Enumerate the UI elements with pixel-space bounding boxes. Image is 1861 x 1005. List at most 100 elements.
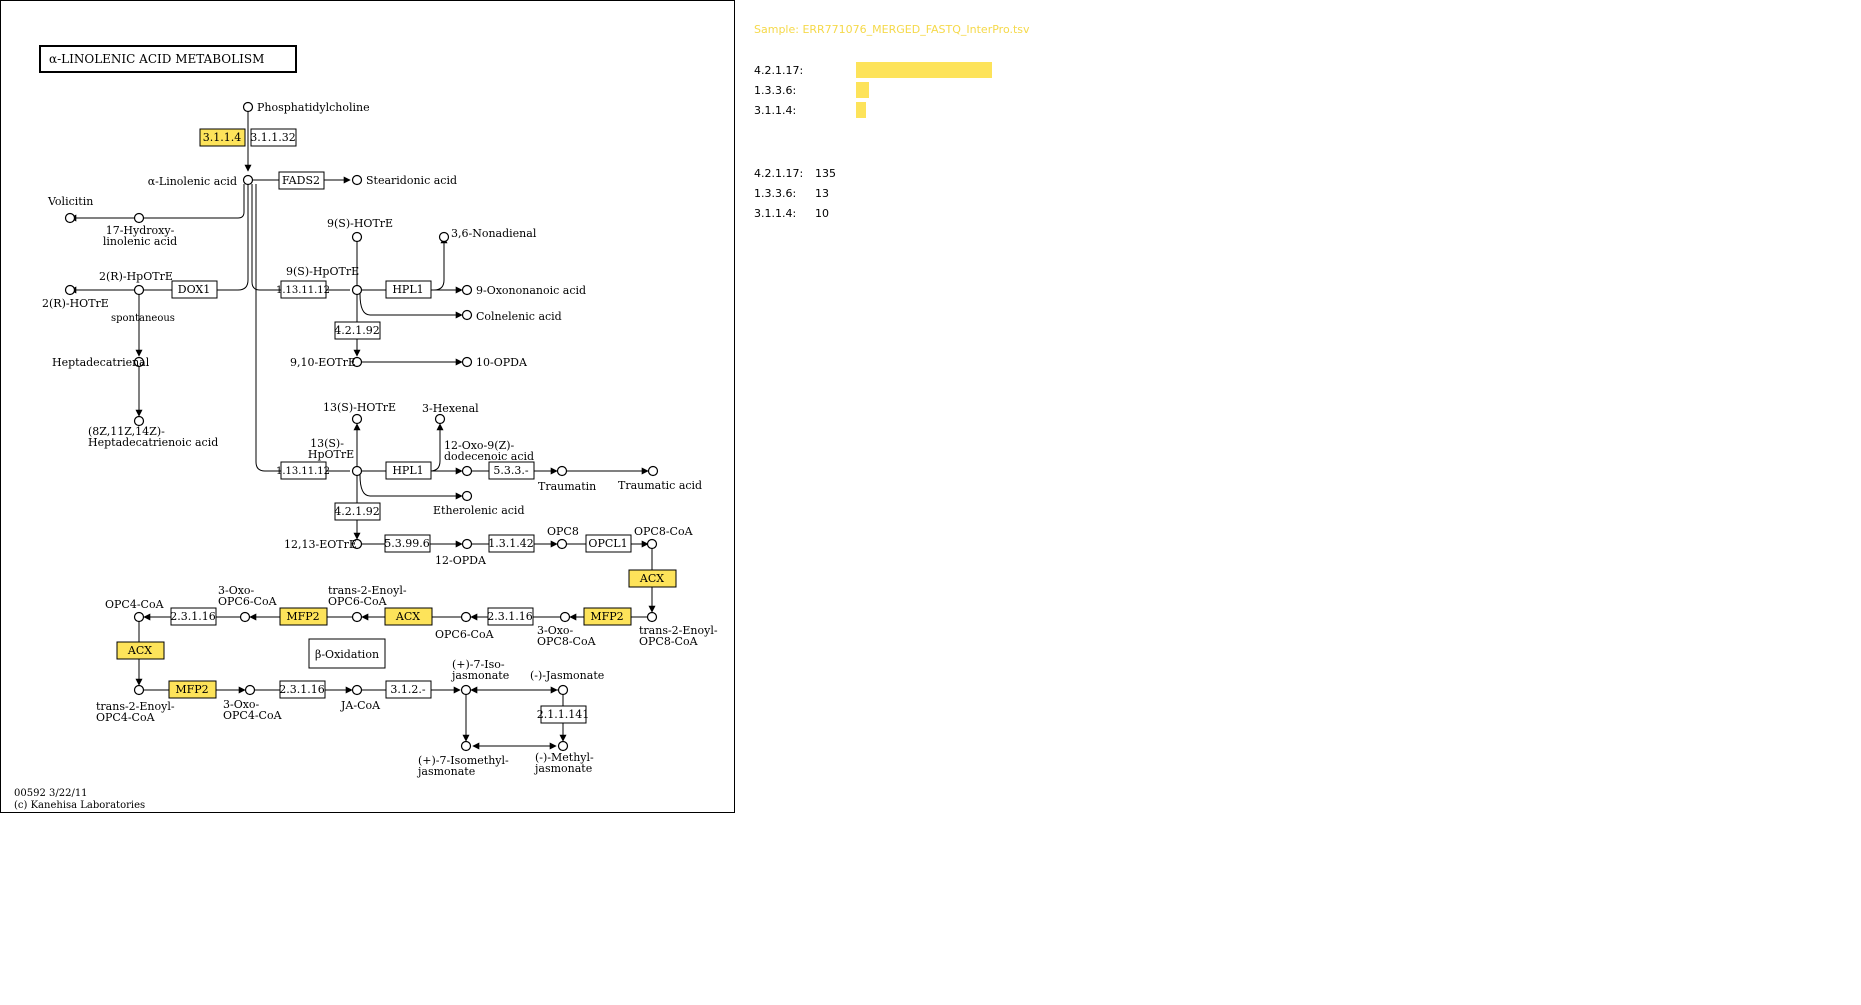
enzyme-aos-13[interactable] bbox=[334, 502, 381, 521]
node-traumatin[interactable] bbox=[556, 465, 568, 477]
label-oxo-opc4-2: OPC4-CoA bbox=[223, 709, 283, 722]
node-colnelenic-acid[interactable] bbox=[461, 309, 473, 321]
label-opc8-coa: OPC8-CoA bbox=[634, 525, 694, 538]
enzyme-lox-13[interactable] bbox=[280, 461, 327, 480]
enzyme-2-3-1-16-c-label: 2.3.1.16 bbox=[279, 683, 324, 696]
enzyme-mfp2-a[interactable] bbox=[583, 607, 632, 626]
node-stearidonic-acid[interactable] bbox=[351, 174, 363, 186]
ec-bar bbox=[856, 102, 866, 118]
node-2r-hotre[interactable] bbox=[64, 284, 76, 296]
node-volicitin[interactable] bbox=[64, 212, 76, 224]
node-jasmonate[interactable] bbox=[557, 684, 569, 696]
enzyme-hpl1-b[interactable] bbox=[385, 461, 432, 480]
enzyme-dox1[interactable] bbox=[171, 280, 218, 299]
enzyme-2-3-1-16-b-label: 2.3.1.16 bbox=[170, 610, 215, 623]
label-heptadecatrienoic-acid-2: Heptadecatrienoic acid bbox=[88, 436, 218, 449]
enzyme-acx-2[interactable] bbox=[384, 607, 433, 626]
node-13s-hpotre[interactable] bbox=[351, 465, 363, 477]
node-alpha-linolenic-acid[interactable] bbox=[242, 174, 254, 186]
node-opc8[interactable] bbox=[556, 538, 568, 550]
label-enoyl-opc6-2: OPC6-CoA bbox=[328, 595, 388, 608]
enzyme-mfp2-b[interactable] bbox=[279, 607, 328, 626]
enzyme-jmt[interactable] bbox=[540, 705, 587, 724]
node-9-oxononanoic-acid[interactable] bbox=[461, 284, 473, 296]
enzyme-lox-9-label: 1.13.11.12 bbox=[276, 285, 330, 296]
enzyme-acx-1-label: ACX bbox=[639, 572, 664, 585]
ec-count-label: 3.1.1.4: bbox=[754, 207, 797, 220]
label-opc4-coa: OPC4-CoA bbox=[105, 598, 165, 611]
node-7-iso-jasmonate[interactable] bbox=[460, 684, 472, 696]
node-3-hexenal[interactable] bbox=[434, 413, 446, 425]
node-12-oxo-dodecenoic-acid[interactable] bbox=[461, 465, 473, 477]
enzyme-aoc[interactable] bbox=[384, 534, 431, 553]
enzyme-opcl1[interactable] bbox=[585, 534, 632, 553]
node-ja-coa[interactable] bbox=[351, 684, 363, 696]
enzyme-2-3-1-16-b[interactable] bbox=[170, 607, 217, 626]
node-2r-hpotre[interactable] bbox=[133, 284, 145, 296]
label-opc6-coa: OPC6-CoA bbox=[435, 628, 495, 641]
beta-oxidation-box[interactable] bbox=[308, 638, 386, 669]
enzyme-5-3-3[interactable] bbox=[488, 461, 535, 480]
enzyme-3-1-1-32[interactable] bbox=[250, 128, 297, 147]
node-opc6-coa[interactable] bbox=[460, 611, 472, 623]
sample-label: Sample: ERR771076_MERGED_FASTQ_InterPro.… bbox=[754, 23, 1030, 36]
enzyme-2-3-1-16-c[interactable] bbox=[279, 680, 326, 699]
label-isomethyl-jasmonate-1: (+)-7-Isomethyl- bbox=[418, 754, 509, 767]
label-enoyl-opc8-2: OPC8-CoA bbox=[639, 635, 699, 648]
node-methyl-jasmonate[interactable] bbox=[557, 740, 569, 752]
node-opc4-coa[interactable] bbox=[133, 611, 145, 623]
label-heptadecatrienoic-acid-1: (8Z,11Z,14Z)- bbox=[88, 425, 165, 438]
node-9s-hotre[interactable] bbox=[351, 231, 363, 243]
node-heptadecatrienoic-acid[interactable] bbox=[133, 415, 145, 427]
label-iso-jasmonate-1: (+)-7-Iso- bbox=[452, 658, 505, 671]
label-9s-hotre: 9(S)-HOTrE bbox=[327, 217, 393, 230]
label-iso-jasmonate-2: jasmonate bbox=[450, 669, 509, 682]
node-etherolenic-acid[interactable] bbox=[461, 490, 473, 502]
node-trans-2-enoyl-opc6-coa[interactable] bbox=[351, 611, 363, 623]
node-17-hydroxylinolenic-acid[interactable] bbox=[133, 212, 145, 224]
enzyme-acx-3[interactable] bbox=[116, 641, 165, 660]
enzyme-lox-13-label: 1.13.11.12 bbox=[276, 466, 330, 477]
enzyme-mfp2-c[interactable] bbox=[168, 680, 217, 699]
node-7-isomethyl-jasmonate[interactable] bbox=[460, 740, 472, 752]
enzyme-hpl1-a-label: HPL1 bbox=[392, 283, 423, 296]
node-phosphatidylcholine[interactable] bbox=[242, 101, 254, 113]
enzyme-opr[interactable] bbox=[488, 534, 535, 553]
pathway-map: α-LINOLENIC ACID METABOLISM bbox=[14, 45, 718, 811]
enzyme-3-1-2[interactable] bbox=[385, 680, 432, 699]
enzyme-acx-3-label: ACX bbox=[127, 644, 152, 657]
node-trans-2-enoyl-opc4-coa[interactable] bbox=[133, 684, 145, 696]
node-12-13-eotre[interactable] bbox=[351, 538, 363, 550]
node-3-oxo-opc6-coa[interactable] bbox=[239, 611, 251, 623]
ec-bar-label: 4.2.1.17: bbox=[754, 64, 804, 77]
ec-count-value: 10 bbox=[815, 207, 829, 220]
enzyme-fads2[interactable] bbox=[278, 171, 325, 190]
label-12-oxo-1: 12-Oxo-9(Z)- bbox=[444, 439, 514, 452]
node-12-opda[interactable] bbox=[461, 538, 473, 550]
node-heptadecatrienal[interactable] bbox=[133, 356, 145, 368]
node-traumatic-acid[interactable] bbox=[647, 465, 659, 477]
label-opc8: OPC8 bbox=[547, 525, 579, 538]
node-3-oxo-opc4-coa[interactable] bbox=[244, 684, 256, 696]
enzyme-lox-9[interactable] bbox=[280, 280, 327, 299]
enzyme-2-3-1-16-a[interactable] bbox=[487, 607, 534, 626]
node-3-oxo-opc8-coa[interactable] bbox=[559, 611, 571, 623]
node-13s-hotre[interactable] bbox=[351, 413, 363, 425]
enzyme-hpl1-a[interactable] bbox=[385, 280, 432, 299]
enzyme-mfp2-a-label: MFP2 bbox=[590, 610, 623, 623]
label-methyl-jasmonate-1: (-)-Methyl- bbox=[535, 751, 594, 764]
node-trans-2-enoyl-opc8-coa[interactable] bbox=[646, 611, 658, 623]
node-9-10-eotre[interactable] bbox=[351, 356, 363, 368]
label-phosphatidylcholine: Phosphatidylcholine bbox=[257, 101, 370, 114]
node-10-opda[interactable] bbox=[461, 356, 473, 368]
enzyme-3-1-1-4[interactable] bbox=[199, 128, 246, 147]
label-volicitin: Volicitin bbox=[47, 195, 93, 208]
node-opc8-coa[interactable] bbox=[646, 538, 658, 550]
node-9s-hpotre[interactable] bbox=[351, 284, 363, 296]
enzyme-aos-9[interactable] bbox=[334, 321, 381, 340]
map-footer-id: 00592 3/22/11 bbox=[14, 788, 88, 799]
node-nonadienal[interactable] bbox=[438, 231, 450, 243]
enzyme-aos-9-label: 4.2.1.92 bbox=[334, 324, 379, 337]
enzyme-opcl1-label: OPCL1 bbox=[588, 537, 627, 550]
enzyme-acx-1[interactable] bbox=[628, 569, 677, 588]
